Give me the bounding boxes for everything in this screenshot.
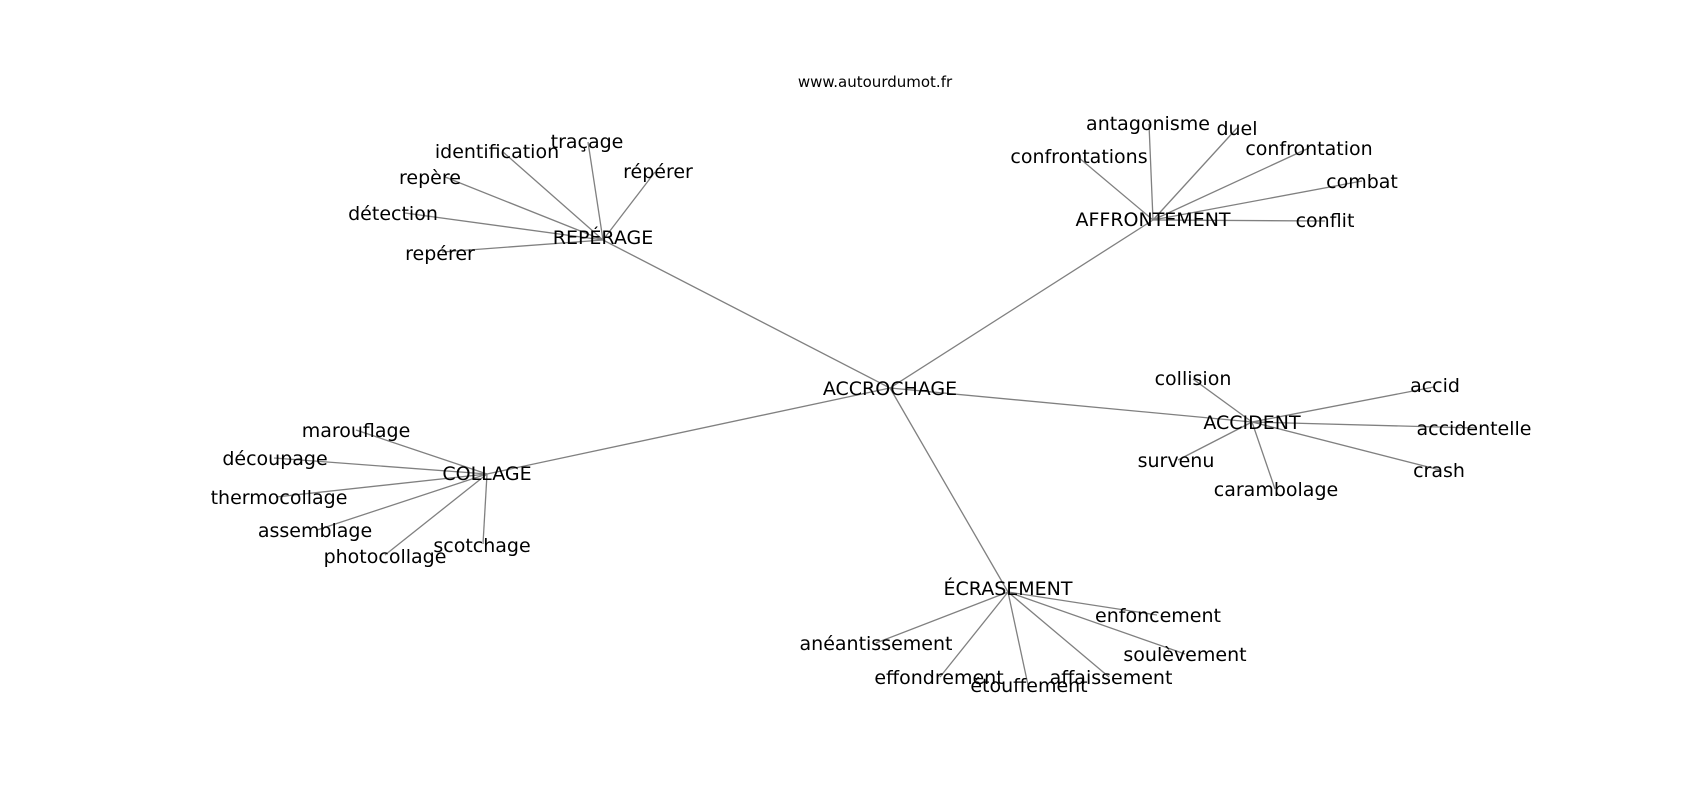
edge-reperage-to-identification bbox=[502, 151, 604, 241]
edge-affrontement-to-combat bbox=[1152, 180, 1363, 221]
leaf-word-etouffement[interactable]: étouffement bbox=[970, 675, 1087, 697]
leaf-word-aneantissement[interactable]: anéantissement bbox=[800, 633, 953, 655]
hub-word-accident[interactable]: ACCIDENT bbox=[1203, 412, 1301, 434]
edge-center-to-accident bbox=[889, 387, 1253, 423]
edge-center-to-affrontement bbox=[889, 219, 1154, 389]
leaf-word-decoupage[interactable]: découpage bbox=[222, 448, 327, 470]
leaf-word-scotchage[interactable]: scotchage bbox=[433, 535, 530, 557]
edge-reperage-to-tracage bbox=[587, 141, 604, 241]
edge-collage-to-decoupage bbox=[273, 457, 488, 475]
leaf-word-reperer[interactable]: répérer bbox=[623, 161, 693, 183]
edge-reperage-to-reperer bbox=[441, 239, 604, 253]
edge-reperage-to-repere bbox=[444, 176, 604, 241]
hub-word-collage[interactable]: COLLAGE bbox=[442, 463, 531, 485]
edge-affrontement-to-confrontations bbox=[1077, 156, 1154, 221]
leaf-word-accid[interactable]: accid bbox=[1410, 375, 1460, 397]
leaf-word-tracage[interactable]: traçage bbox=[551, 131, 624, 153]
leaf-word-confrontations[interactable]: confrontations bbox=[1010, 146, 1147, 168]
edge-affrontement-to-antagonisme bbox=[1148, 123, 1154, 221]
hub-word-ecrasement[interactable]: ÉCRASEMENT bbox=[944, 577, 1073, 600]
graph-edges bbox=[273, 123, 1476, 686]
leaf-word-crash[interactable]: crash bbox=[1413, 460, 1465, 482]
edge-center-to-collage bbox=[486, 387, 891, 475]
edge-collage-to-photocollage bbox=[384, 473, 488, 556]
edge-accident-to-collision bbox=[1192, 378, 1253, 423]
leaf-word-marouflage[interactable]: marouflage bbox=[302, 420, 411, 442]
center-word[interactable]: ACCROCHAGE bbox=[823, 378, 957, 400]
leaf-word-assemblage[interactable]: assemblage bbox=[258, 520, 372, 542]
edge-accident-to-carambolage bbox=[1251, 421, 1276, 490]
edge-ecrasement-to-enfoncement bbox=[1007, 591, 1158, 616]
leaf-word-detection[interactable]: détection bbox=[348, 203, 438, 225]
leaf-word-accidentelle[interactable]: accidentelle bbox=[1417, 418, 1532, 440]
leaf-word-survenu[interactable]: survenu bbox=[1138, 450, 1215, 472]
edge-center-to-ecrasement bbox=[889, 387, 1009, 593]
leaf-word-enfoncement[interactable]: enfoncement bbox=[1095, 605, 1221, 627]
leaf-word-repere[interactable]: repère bbox=[399, 167, 461, 189]
edge-accident-to-survenu bbox=[1177, 421, 1253, 461]
edge-accident-to-crash bbox=[1251, 421, 1441, 471]
edge-ecrasement-to-aneantissement bbox=[875, 591, 1009, 644]
edge-ecrasement-to-affaissement bbox=[1007, 591, 1110, 678]
leaf-word-duel[interactable]: duel bbox=[1216, 118, 1257, 140]
leaf-word-reperer[interactable]: repérer bbox=[405, 243, 475, 265]
edge-reperage-to-detection bbox=[404, 212, 604, 241]
edge-affrontement-to-conflit bbox=[1152, 219, 1326, 222]
leaf-word-affaissement[interactable]: affaissement bbox=[1050, 667, 1173, 689]
edge-ecrasement-to-soulevement bbox=[1007, 591, 1186, 655]
edge-accident-to-accid bbox=[1251, 386, 1435, 423]
leaf-word-thermocollage[interactable]: thermocollage bbox=[211, 487, 348, 509]
edge-ecrasement-to-etouffement bbox=[1007, 591, 1029, 686]
hub-word-reperage[interactable]: REPÉRAGE bbox=[553, 226, 654, 249]
edge-affrontement-to-confrontation bbox=[1152, 147, 1310, 221]
leaf-word-identification[interactable]: identification bbox=[435, 141, 559, 163]
edge-affrontement-to-duel bbox=[1152, 127, 1238, 221]
leaf-word-combat[interactable]: combat bbox=[1326, 171, 1398, 193]
edge-collage-to-marouflage bbox=[355, 429, 488, 475]
edge-collage-to-scotchage bbox=[482, 473, 488, 545]
leaf-word-soulevement[interactable]: soulèvement bbox=[1123, 644, 1246, 666]
site-credit: www.autourdumot.fr bbox=[798, 73, 953, 91]
leaf-word-photocollage[interactable]: photocollage bbox=[324, 546, 447, 568]
hub-word-affrontement[interactable]: AFFRONTEMENT bbox=[1075, 209, 1230, 231]
leaf-word-collision[interactable]: collision bbox=[1155, 368, 1232, 390]
leaf-word-carambolage[interactable]: carambolage bbox=[1214, 479, 1338, 501]
leaf-word-conflit[interactable]: conflit bbox=[1296, 210, 1355, 232]
edge-collage-to-thermocollage bbox=[275, 473, 488, 498]
edge-center-to-reperage bbox=[602, 239, 891, 389]
leaf-word-confrontation[interactable]: confrontation bbox=[1245, 138, 1372, 160]
leaf-word-antagonisme[interactable]: antagonisme bbox=[1086, 113, 1210, 135]
edge-ecrasement-to-effondrement bbox=[939, 591, 1009, 678]
leaf-word-effondrement[interactable]: effondrement bbox=[874, 667, 1003, 689]
edge-accident-to-accidentelle bbox=[1251, 421, 1476, 429]
edge-collage-to-assemblage bbox=[316, 473, 488, 531]
edge-reperage-to-reperer bbox=[602, 171, 656, 241]
